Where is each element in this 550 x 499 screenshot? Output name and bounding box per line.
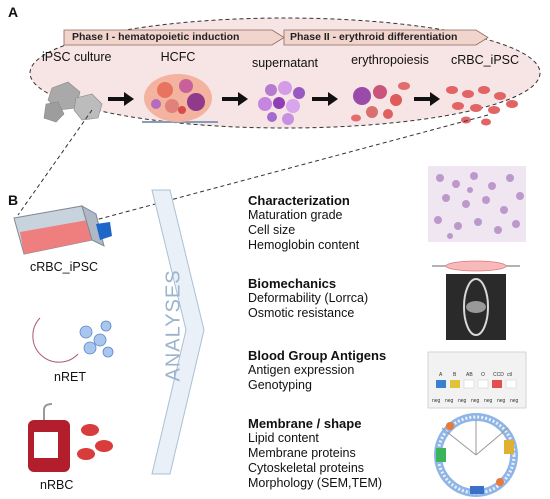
neg-label: neg: [497, 398, 506, 404]
category-blood-group-antigens: Blood Group Antigens Antigen expression …: [248, 348, 386, 393]
category-membrane-shape: Membrane / shape Lipid content Membrane …: [248, 416, 382, 491]
category-item: Cytoskeletal proteins: [248, 461, 365, 475]
category-item: Membrane proteins: [248, 446, 356, 460]
panel-a-graphic: [17, 17, 541, 223]
phase2-label: Phase II - erythroid differentiation: [290, 31, 458, 43]
category-item: Deformability (Lorrca): [248, 291, 369, 305]
stage-supernatant: supernatant: [251, 56, 319, 70]
panel-b-letter: B: [8, 192, 19, 208]
category-item: Morphology (SEM,TEM): [248, 476, 383, 490]
erythropoiesis-cells-icon: [351, 82, 410, 122]
blood-group-card-image: [427, 351, 527, 409]
culture-flask-icon: [13, 204, 112, 255]
crbc-ipsc-cells-icon: [446, 86, 518, 126]
stage-hcfc: HCFC: [160, 50, 196, 64]
source-label-nrbc: nRBC: [40, 478, 74, 492]
analyses-arrow: [151, 189, 205, 475]
category-item: Genotyping: [248, 378, 312, 392]
cap-ctl: ctl: [507, 372, 512, 378]
supernatant-cells-icon: [258, 81, 305, 125]
category-item: Antigen expression: [248, 363, 355, 377]
category-title: Biomechanics: [248, 276, 337, 291]
cap-a: A: [439, 372, 443, 378]
panel-a-letter: A: [8, 4, 19, 20]
phase2-banner: [283, 29, 489, 46]
source-label-crbc-ipsc: cRBC_iPSC: [30, 260, 99, 274]
category-item: Hemoglobin content: [248, 238, 360, 252]
analyses-label: ANALYSES: [162, 269, 185, 382]
category-title: Blood Group Antigens: [248, 348, 387, 363]
cap-o: O: [481, 372, 485, 378]
blood-smear-image: [428, 166, 526, 242]
category-characterization: Characterization Maturation grade Cell s…: [248, 193, 359, 253]
category-title: Characterization: [248, 193, 350, 208]
cap-ccd: CCD: [493, 372, 504, 378]
stage-erythropoiesis: erythropoiesis: [351, 53, 429, 67]
membrane-ring-image: [434, 413, 518, 497]
neg-label: neg: [484, 398, 493, 404]
category-biomechanics: Biomechanics Deformability (Lorrca) Osmo…: [248, 276, 368, 321]
blood-bag-icon: [28, 403, 113, 472]
ipsc-colonies-icon: [43, 81, 103, 123]
stage-crbc-ipsc: cRBC_iPSC: [450, 53, 520, 67]
neg-label: neg: [510, 398, 519, 404]
category-title: Membrane / shape: [248, 416, 362, 431]
source-label-nret: nRET: [54, 370, 86, 384]
category-item: Cell size: [248, 223, 296, 237]
cap-ab: AB: [466, 372, 473, 378]
reticulocyte-icon: [32, 317, 114, 363]
hcfc-icon: [142, 74, 218, 123]
category-item: Osmotic resistance: [248, 306, 355, 320]
neg-label: neg: [458, 398, 467, 404]
neg-label: neg: [432, 398, 441, 404]
neg-label: neg: [445, 398, 454, 404]
category-item: Maturation grade: [248, 208, 343, 222]
neg-label: neg: [471, 398, 480, 404]
category-item: Lipid content: [248, 431, 319, 445]
stage-ipsc-culture: iPSC culture: [42, 50, 112, 64]
phase1-banner: [63, 29, 285, 46]
deformability-image: [432, 260, 520, 340]
cap-b: B: [453, 372, 457, 378]
phase1-label: Phase I - hematopoietic induction: [72, 31, 240, 43]
